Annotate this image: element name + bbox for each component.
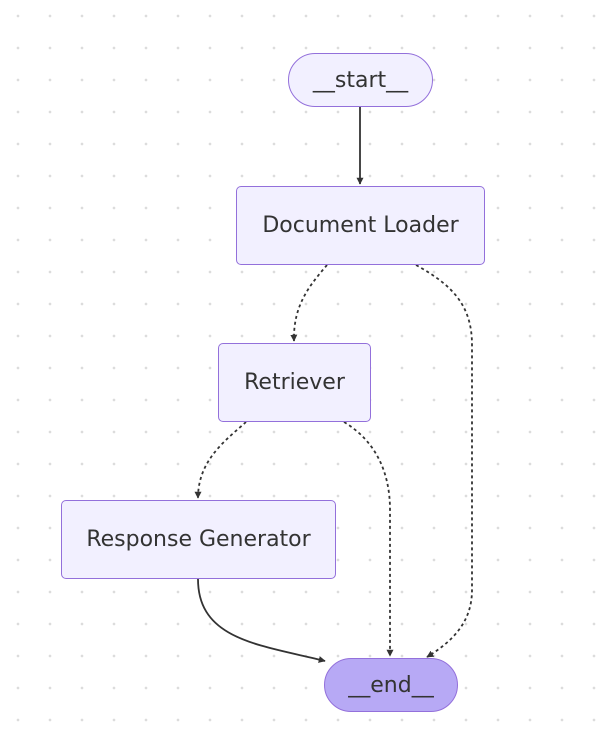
node-retriever[interactable]: Retriever (218, 343, 371, 422)
node-start[interactable]: __start__ (288, 53, 433, 107)
node-response-generator[interactable]: Response Generator (61, 500, 336, 579)
edge-retriever-to-response-generator (194, 421, 247, 499)
edge-retriever-to-end (343, 421, 394, 657)
edge-response-generator-to-end (197, 578, 326, 663)
edge-document-loader-to-retriever (290, 264, 328, 342)
edge-document-loader-to-end (415, 264, 473, 658)
node-document-loader[interactable]: Document Loader (236, 186, 485, 265)
node-end[interactable]: __end__ (324, 658, 458, 712)
